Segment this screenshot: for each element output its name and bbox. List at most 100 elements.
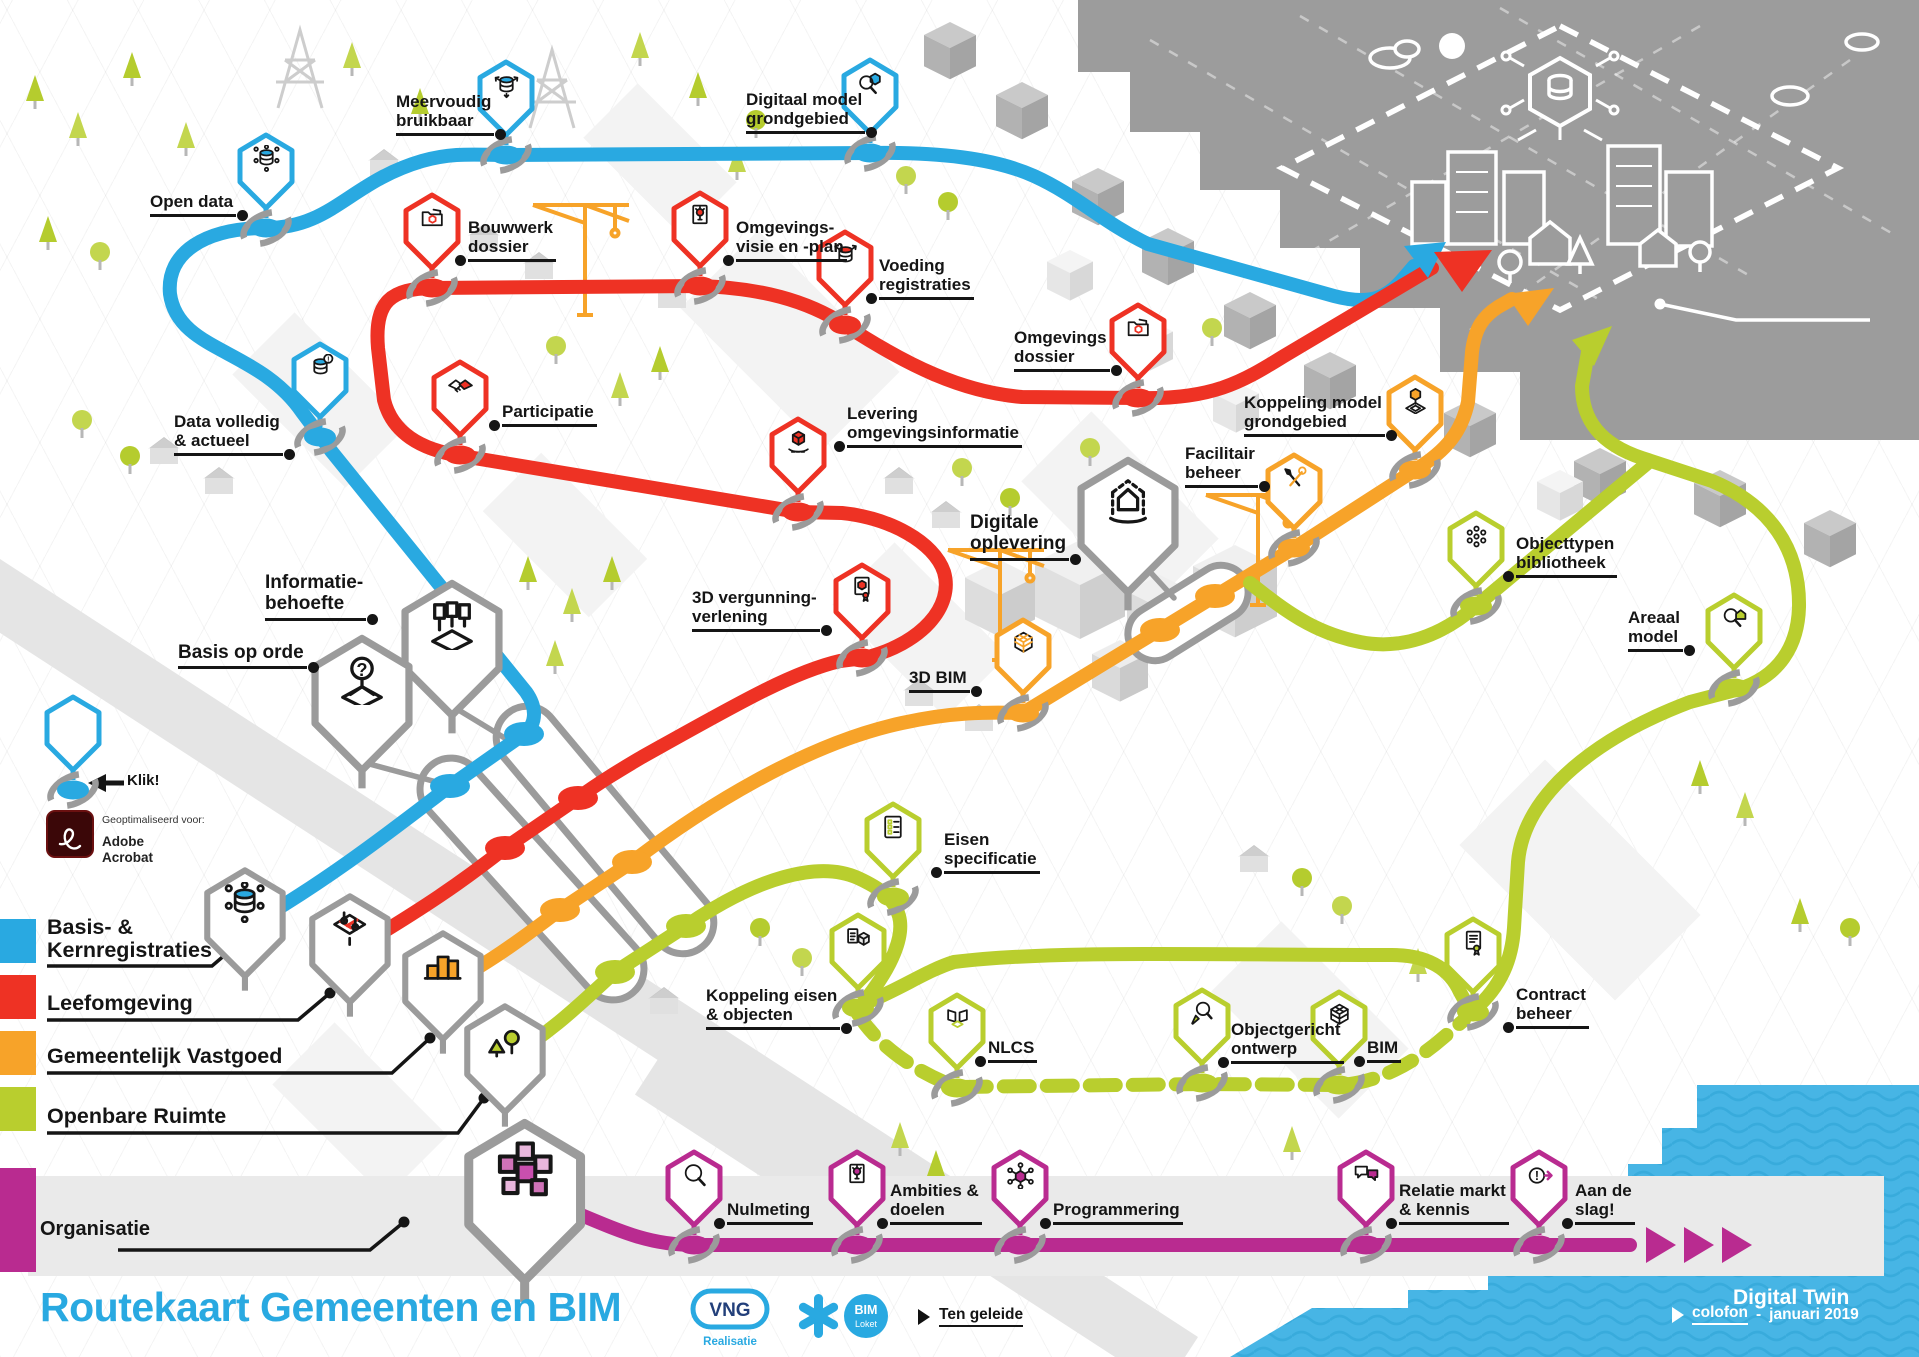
- station-objectgericht[interactable]: [1171, 987, 1233, 1103]
- date-label: januari 2019: [1769, 1305, 1859, 1323]
- page-title: Routekaart Gemeenten en BIM: [40, 1284, 622, 1330]
- legend-hex-gemeentelijk-vastgoed[interactable]: [398, 929, 488, 1057]
- station-areaal[interactable]: [1703, 592, 1765, 708]
- colofon-link[interactable]: colofon: [1692, 1304, 1748, 1325]
- station-oval: [769, 492, 827, 532]
- station-oval: [403, 268, 461, 308]
- station-objecttypen[interactable]: [1445, 510, 1507, 626]
- station-oval: [237, 208, 295, 248]
- red-arrowhead: [1434, 250, 1492, 292]
- station-label-koppeling-eisen: Koppeling eisen& objecten: [706, 986, 853, 1035]
- station-eisen[interactable]: [862, 801, 924, 917]
- station-meervoudig[interactable]: [475, 59, 537, 175]
- station-label-ambities: Ambities &doelen: [877, 1181, 982, 1230]
- station-oval: [829, 988, 887, 1028]
- svg-text:BIM: BIM: [855, 1303, 878, 1317]
- station-vergunning3d[interactable]: [831, 562, 893, 678]
- route-green-line: [1243, 454, 1657, 652]
- ten-geleide-link[interactable]: Ten geleide: [918, 1306, 1024, 1327]
- legend-label-leefomgeving: Leefomgeving: [47, 991, 193, 1015]
- station-oval: [671, 266, 729, 306]
- station-relatie[interactable]: [1335, 1149, 1397, 1265]
- station-oval: [1265, 528, 1323, 568]
- station-oval: [1310, 1065, 1368, 1105]
- trees-gr-icon: [484, 1018, 525, 1059]
- station-open-data[interactable]: [235, 132, 297, 248]
- db-net-icon: [253, 145, 280, 172]
- station-koppeling-model[interactable]: [1384, 374, 1446, 490]
- cube-grid-icon: [1010, 630, 1037, 657]
- station-data-volledig[interactable]: !: [289, 341, 351, 457]
- station-oval: [828, 1225, 886, 1265]
- klik-sample-station[interactable]: [42, 694, 104, 810]
- svg-text:?: ?: [356, 659, 367, 680]
- svg-text:!: !: [1535, 1169, 1539, 1183]
- go-icon: !: [1526, 1162, 1553, 1189]
- cubes-icon: [494, 1140, 555, 1201]
- transfer-ovals: [430, 584, 1235, 984]
- cube-map-icon: [1402, 387, 1429, 414]
- station-digitale-oplevering[interactable]: [1072, 455, 1184, 614]
- station-voeding[interactable]: [814, 229, 876, 345]
- play-icon: [918, 1308, 930, 1325]
- legend-swatch-green: [0, 1087, 36, 1131]
- legend-hex-organisatie[interactable]: [458, 1117, 591, 1306]
- hand-house-icon: [1103, 477, 1153, 527]
- station-oval: [1444, 992, 1502, 1032]
- station-oval: [665, 1225, 723, 1265]
- station-bim[interactable]: [1308, 989, 1370, 1105]
- db-net-icon: [224, 881, 265, 923]
- station-label-relatie: Relatie markt& kennis: [1386, 1181, 1509, 1230]
- station-label-bim: BIM: [1353, 1038, 1402, 1068]
- mag-house-icon: [1721, 605, 1748, 632]
- station-label-nulmeting: Nulmeting: [713, 1200, 814, 1230]
- legend-hex-openbare-ruimte[interactable]: [460, 1002, 550, 1130]
- station-bim3d[interactable]: [992, 617, 1054, 733]
- station-ambities[interactable]: [826, 1149, 888, 1265]
- station-aan-de-slag[interactable]: !: [1508, 1149, 1570, 1265]
- db-alert-icon: !: [307, 354, 334, 381]
- mag-pencil-icon: [1189, 1000, 1216, 1027]
- station-facilitair[interactable]: [1263, 452, 1325, 568]
- map-red-icon: [329, 908, 370, 949]
- station-bouwwerk[interactable]: [401, 192, 463, 308]
- station-omgevingsvisie[interactable]: [669, 190, 731, 306]
- dash: -: [1755, 1305, 1762, 1323]
- station-omgevings-dossier[interactable]: [1107, 302, 1169, 418]
- blue-arrowhead: [1404, 242, 1446, 278]
- station-basis-op-orde[interactable]: ?: [306, 633, 418, 792]
- vng-realisatie-logo: VNG Realisatie: [690, 1288, 770, 1348]
- adobe-acrobat-icon: [46, 810, 94, 858]
- legend-swatch-red: [0, 975, 36, 1019]
- digital-twin-label: Digital Twin: [1733, 1286, 1850, 1309]
- station-participatie[interactable]: [429, 359, 491, 475]
- station-nlcs[interactable]: [926, 992, 988, 1108]
- station-levering[interactable]: [767, 416, 829, 532]
- station-programmering[interactable]: [989, 1149, 1051, 1265]
- station-label-participatie: Participatie: [489, 402, 597, 432]
- station-label-nlcs: NLCS: [974, 1038, 1038, 1068]
- station-koppeling-eisen[interactable]: [827, 912, 889, 1028]
- station-label-informatie-behoefte: Informatie-behoefte: [265, 572, 379, 625]
- station-oval: [841, 133, 899, 173]
- play-icon: [1672, 1306, 1684, 1323]
- station-oval: [1337, 1225, 1395, 1265]
- station-nulmeting[interactable]: [663, 1149, 725, 1265]
- station-oval: [291, 417, 349, 457]
- legend-hex-leefomgeving[interactable]: [305, 892, 395, 1020]
- station-label-programmering: Programmering: [1040, 1200, 1183, 1230]
- station-informatie-behoefte[interactable]: [396, 578, 508, 737]
- legend-hex-basis-kernregistraties[interactable]: [200, 866, 290, 994]
- station-contract[interactable]: [1442, 916, 1504, 1032]
- station-oval: [1386, 450, 1444, 490]
- digital-twin-border: [1275, 22, 1845, 314]
